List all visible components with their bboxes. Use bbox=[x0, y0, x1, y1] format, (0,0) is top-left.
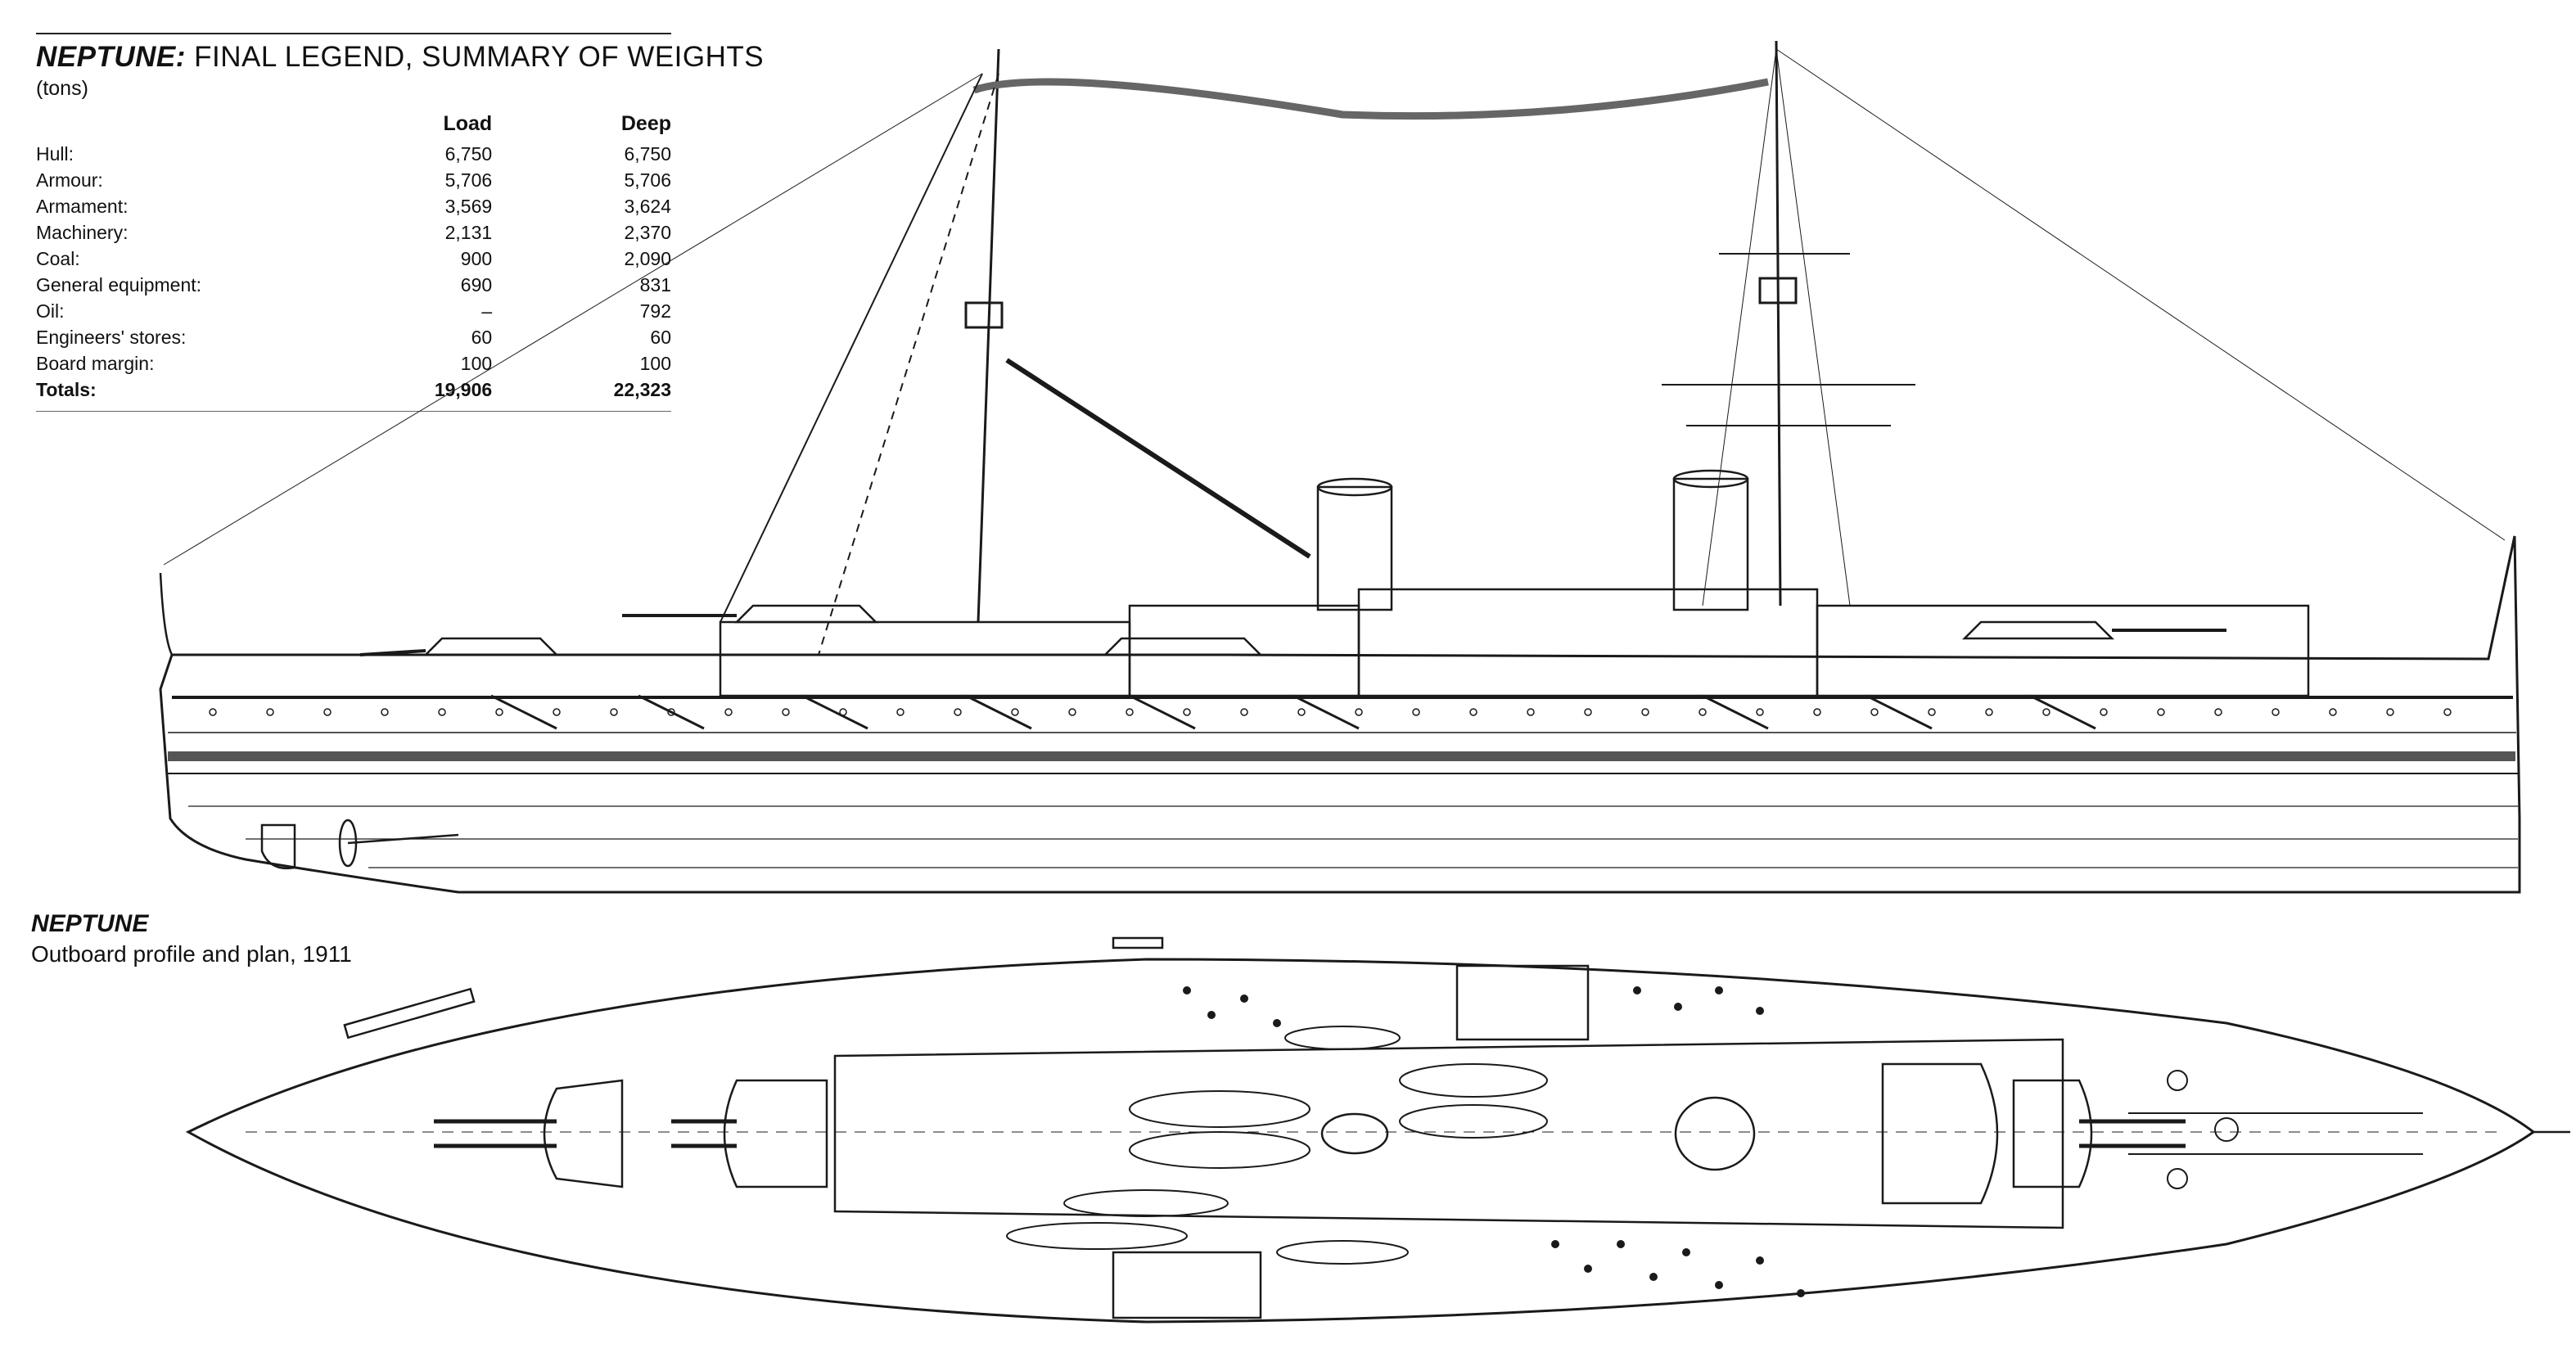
caption-ship-name: NEPTUNE bbox=[31, 910, 149, 937]
table-row: Board margin: 100 100 bbox=[36, 350, 671, 377]
row-label: Hull: bbox=[36, 143, 74, 165]
deep-value: 100 bbox=[639, 353, 671, 374]
weights-legend: NEPTUNE: FINAL LEGEND, SUMMARY OF WEIGHT… bbox=[36, 33, 764, 412]
deep-value: 2,370 bbox=[624, 222, 671, 243]
plan-turrets bbox=[434, 964, 2186, 1319]
plan-boats bbox=[1006, 1026, 1548, 1265]
deep-value: 792 bbox=[639, 300, 671, 322]
row-label: Machinery: bbox=[36, 222, 129, 243]
legend-title: NEPTUNE: FINAL LEGEND, SUMMARY OF WEIGHT… bbox=[36, 34, 764, 74]
profile-hull-outline bbox=[159, 535, 2521, 894]
legend-top-rule bbox=[36, 33, 671, 34]
deep-value: 831 bbox=[639, 274, 671, 295]
table-row: Hull: 6,750 6,750 bbox=[36, 141, 671, 167]
plan-net-boom bbox=[343, 987, 476, 1040]
deep-value: 5,706 bbox=[624, 169, 671, 191]
load-value: 690 bbox=[460, 274, 493, 295]
deep-value: 6,750 bbox=[624, 143, 671, 165]
table-row: Armour: 5,706 5,706 bbox=[36, 167, 671, 193]
profile-gun-turrets bbox=[359, 604, 2226, 656]
row-label: Coal: bbox=[36, 248, 80, 269]
profile-funnels bbox=[1316, 469, 1749, 611]
profile-masts bbox=[964, 40, 1915, 623]
table-row: Engineers' stores: 60 60 bbox=[36, 324, 671, 350]
legend-units: (tons) bbox=[36, 77, 88, 100]
row-label: Armour: bbox=[36, 169, 103, 191]
row-label: General equipment: bbox=[36, 274, 202, 295]
legend-title-text: FINAL LEGEND, SUMMARY OF WEIGHTS bbox=[185, 41, 765, 73]
load-value: 3,569 bbox=[444, 196, 493, 217]
profile-net-booms bbox=[490, 694, 2096, 730]
profile-boot-topping-stripe bbox=[168, 751, 2515, 761]
plan-deck-scuttles bbox=[1183, 986, 1805, 1297]
legend-title-ship: NEPTUNE: bbox=[36, 41, 186, 73]
load-value: 900 bbox=[460, 248, 493, 269]
load-value: 60 bbox=[471, 327, 493, 348]
row-label: Board margin: bbox=[36, 353, 155, 374]
outboard-profile-drawing bbox=[159, 40, 2521, 894]
profile-rigging bbox=[163, 48, 2506, 656]
caption-description: Outboard profile and plan, 1911 bbox=[31, 941, 352, 967]
load-value: 5,706 bbox=[444, 169, 493, 191]
plan-bow-fittings bbox=[2128, 1070, 2423, 1189]
plan-funnel bbox=[1320, 1112, 1389, 1155]
totals-deep-value: 22,323 bbox=[613, 379, 671, 400]
plan-superstructure bbox=[833, 1038, 2064, 1229]
table-row: General equipment: 690 831 bbox=[36, 272, 671, 298]
plan-deck-outline bbox=[185, 958, 2536, 1324]
load-value: 6,750 bbox=[444, 143, 493, 165]
plan-accommodation-ladder bbox=[1112, 936, 1164, 949]
row-label: Armament: bbox=[36, 196, 129, 217]
weights-table-header: Load Deep bbox=[36, 112, 671, 141]
deep-value: 60 bbox=[650, 327, 671, 348]
row-label: Engineers' stores: bbox=[36, 327, 187, 348]
column-header-deep: Deep bbox=[620, 112, 671, 135]
deep-value: 3,624 bbox=[624, 196, 671, 217]
profile-superstructure bbox=[1816, 604, 2310, 697]
column-header-load: Load bbox=[443, 112, 493, 135]
table-row: Armament: 3,569 3,624 bbox=[36, 193, 671, 219]
load-value: 100 bbox=[460, 353, 493, 374]
table-row: Machinery: 2,131 2,370 bbox=[36, 219, 671, 246]
profile-portholes bbox=[209, 708, 2452, 716]
figure-caption: NEPTUNE Outboard profile and plan, 1911 bbox=[31, 910, 352, 967]
load-value: – bbox=[481, 300, 493, 322]
profile-stern-gear bbox=[260, 819, 459, 870]
table-row: Oil: – 792 bbox=[36, 298, 671, 324]
totals-label: Totals: bbox=[36, 379, 97, 400]
load-value: 2,131 bbox=[444, 222, 493, 243]
row-label: Oil: bbox=[36, 300, 65, 322]
plan-funnel bbox=[1674, 1096, 1756, 1171]
profile-bow-stem bbox=[159, 535, 2516, 656]
legend-bottom-rule bbox=[36, 411, 671, 412]
